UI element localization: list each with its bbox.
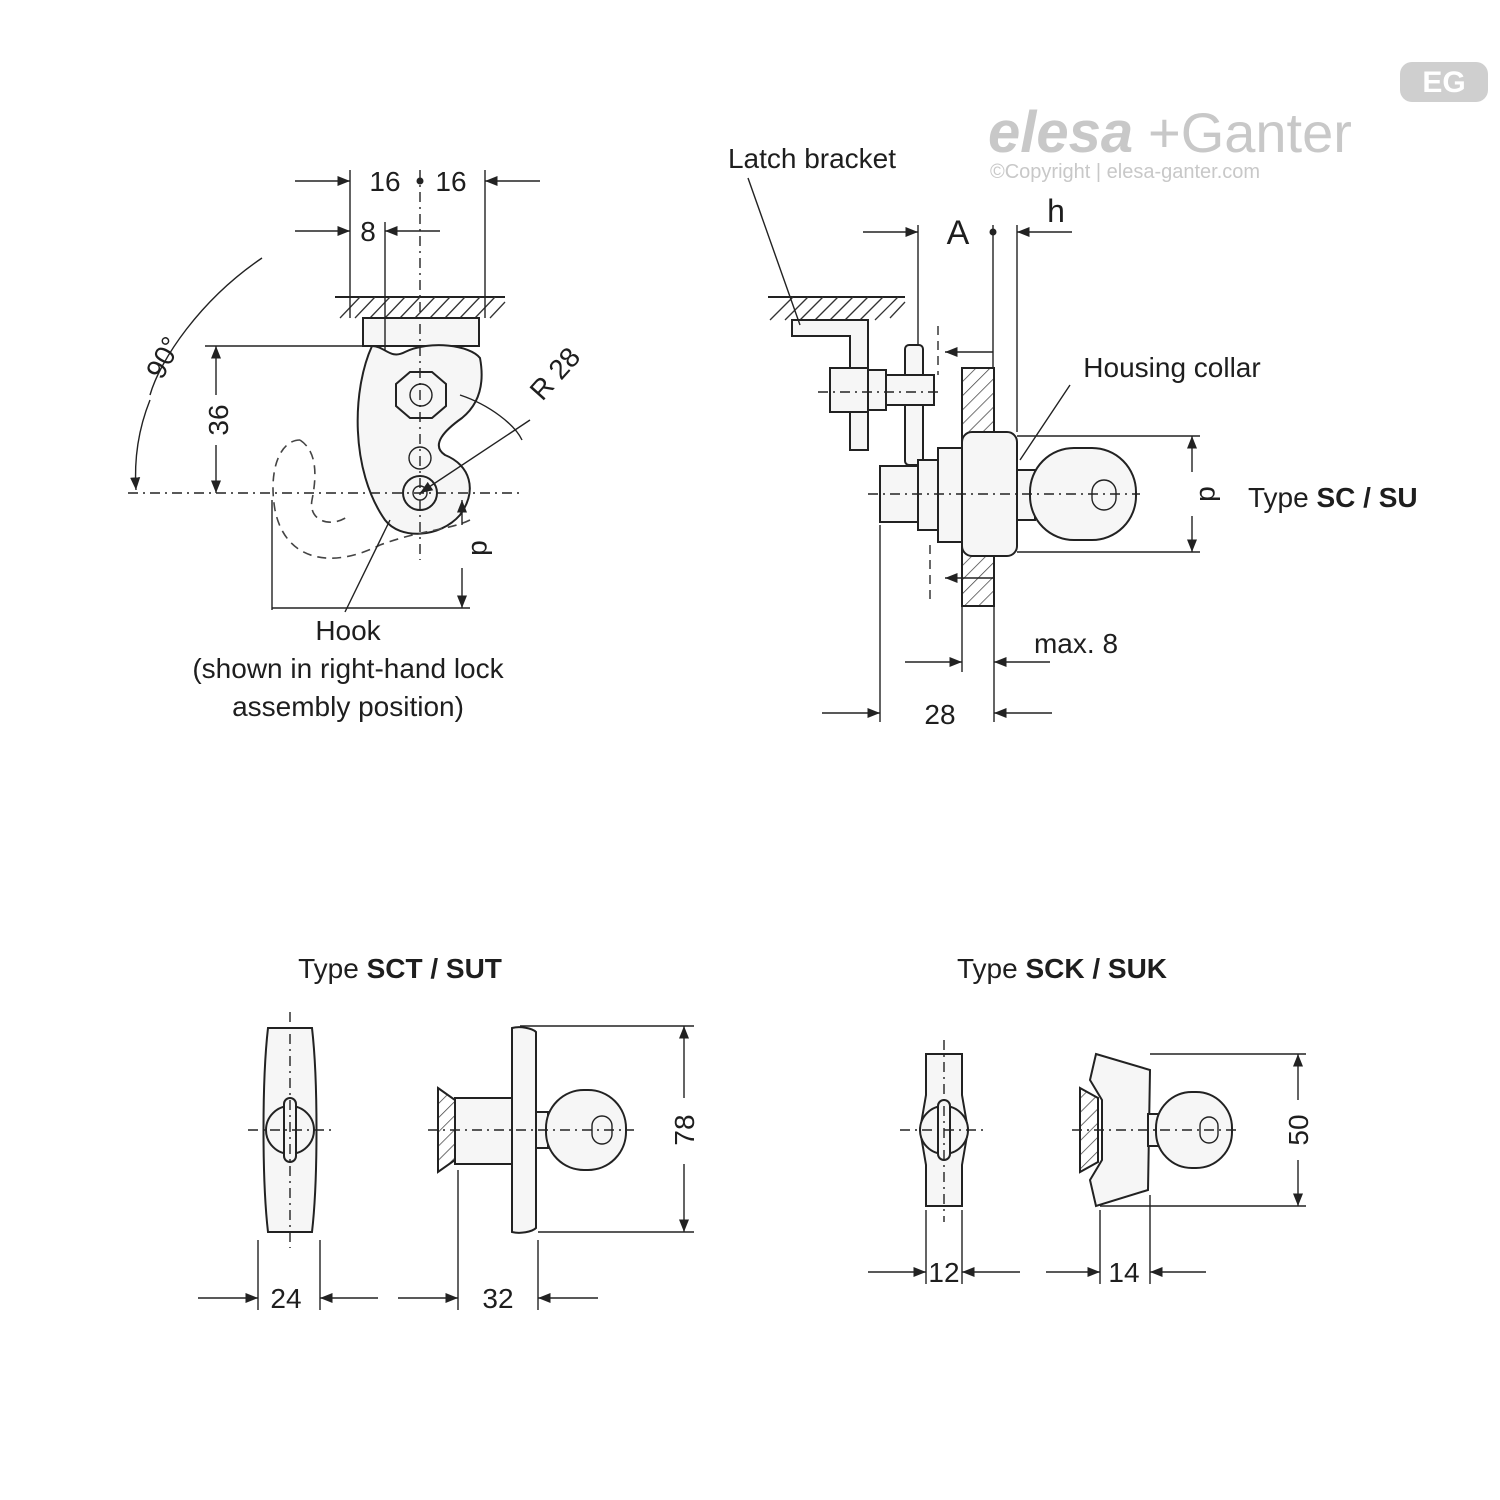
hook-pivot-upper xyxy=(408,446,432,470)
latch-bracket-leader xyxy=(747,177,801,326)
brand-name-elesa: elesa xyxy=(988,100,1133,165)
bracket-bolt-head xyxy=(829,367,869,413)
hook-label-line1: Hook xyxy=(315,615,381,646)
dim-16-right: 16 xyxy=(435,166,466,197)
dim-16-left: 16 xyxy=(369,166,400,197)
view-sct-sut: Type SCT / SUT 24 32 78 xyxy=(198,953,700,1314)
dim-radius: R 28 xyxy=(524,341,587,406)
angle-arc-lower xyxy=(130,399,151,491)
type-sc-su-label: Type SC / SU xyxy=(1248,482,1418,513)
hook-mount-block xyxy=(362,317,480,347)
dim-78: 78 xyxy=(669,1114,700,1145)
side-ceiling-hatch xyxy=(769,296,906,321)
hook-nut xyxy=(395,371,447,419)
brand-badge-text: EG xyxy=(1422,66,1465,99)
dim-angle: 90° xyxy=(140,332,187,384)
dim-50: 50 xyxy=(1283,1114,1314,1145)
dim-14: 14 xyxy=(1108,1257,1139,1288)
view-hook: 16 16 8 36 90° R 28 d Hook (shown in rig… xyxy=(128,166,586,722)
dim-36: 36 xyxy=(203,404,234,435)
view-side-section: Latch bracket Housing collar A h xyxy=(728,143,1418,730)
hook-label-line2: (shown in right-hand lock xyxy=(192,653,504,684)
angle-arc-upper xyxy=(149,257,263,396)
brand-logo: EG elesa +Ganter ©Copyright | elesa-gant… xyxy=(988,62,1488,183)
type-sct-sut-label: Type SCT / SUT xyxy=(298,953,502,984)
brand-badge xyxy=(1400,62,1488,102)
latch-bracket-label: Latch bracket xyxy=(728,143,896,174)
hook-nut-bore xyxy=(409,383,433,407)
view-sck-suk: Type SCK / SUK 12 14 50 xyxy=(868,953,1314,1288)
hook-leader xyxy=(344,519,391,613)
hook-label-line3: assembly position) xyxy=(232,691,464,722)
ceiling-hatch xyxy=(339,296,506,319)
brand-name-ganter: +Ganter xyxy=(1148,101,1352,164)
dim-max8: max. 8 xyxy=(1034,628,1118,659)
housing-collar-leader xyxy=(1019,384,1071,461)
dim-8: 8 xyxy=(360,216,376,247)
dim-h: h xyxy=(1047,193,1065,229)
dim-d-hook: d xyxy=(466,540,497,556)
dim-d-side: d xyxy=(1194,486,1225,502)
key-hole xyxy=(1091,479,1117,511)
dim-24: 24 xyxy=(270,1283,301,1314)
t-handle-body xyxy=(454,1097,516,1165)
radius-leader xyxy=(419,419,531,494)
housing-collar-label: Housing collar xyxy=(1083,352,1260,383)
dim-28: 28 xyxy=(924,699,955,730)
dim-32: 32 xyxy=(482,1283,513,1314)
brand-copyright: ©Copyright | elesa-ganter.com xyxy=(990,161,1260,183)
type-sck-suk-label: Type SCK / SUK xyxy=(957,953,1167,984)
dim-A: A xyxy=(947,214,970,252)
dim-12: 12 xyxy=(928,1257,959,1288)
hook-alt-position xyxy=(272,439,471,559)
